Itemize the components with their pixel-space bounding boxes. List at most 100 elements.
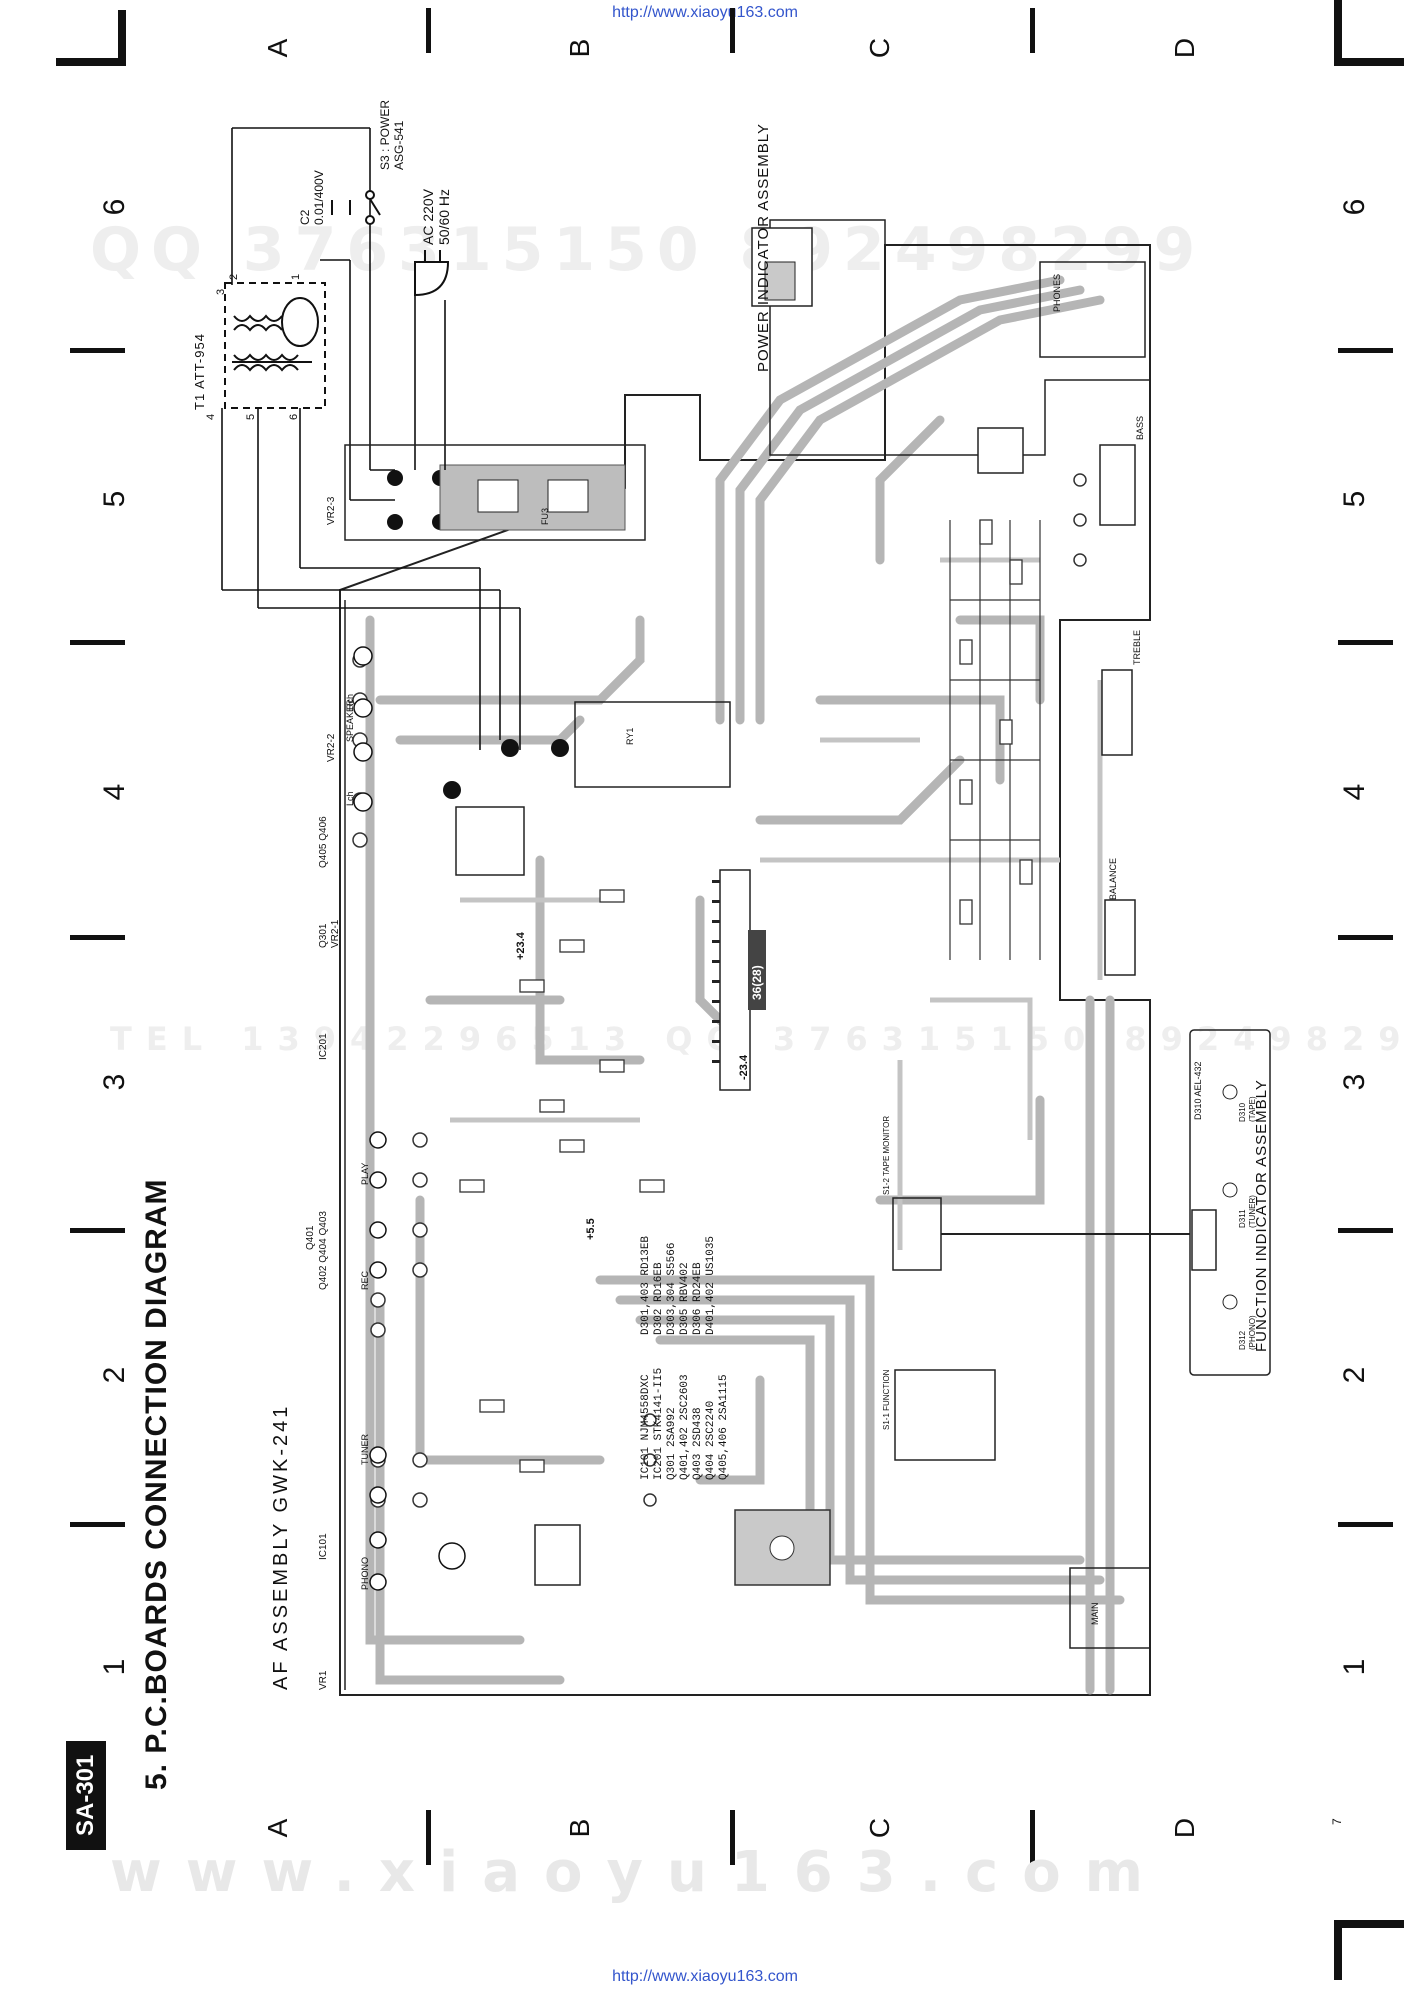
col-tick (730, 8, 735, 53)
ref-label: VR2-1 (330, 919, 341, 948)
power-input-area (344, 444, 646, 541)
d310-label: D310 (TAPE) (1238, 1096, 1257, 1122)
ref-label: Q405 Q406 (318, 816, 329, 868)
copper-traces-thin (450, 557, 1103, 1250)
t1-pin-4: 4 (205, 413, 217, 420)
col-tick (426, 8, 431, 53)
led-d311 (1222, 1182, 1238, 1198)
ic201-pin-label: 36(28) (750, 965, 764, 1000)
treble-label: TREBLE (1132, 629, 1142, 665)
parts-list-item: Q401,402 2SC2603 (679, 1374, 691, 1480)
voltage-neg: -23.4 (738, 1054, 750, 1080)
col-tick (426, 1810, 431, 1865)
function-switch-label: S1-1 FUNCTION (882, 1369, 891, 1430)
ref-label: Q401 (305, 1225, 316, 1250)
t1-pin-2: 2 (228, 273, 240, 280)
function-indicator-connector (1191, 1209, 1217, 1271)
ref-label: Q301 (318, 923, 329, 948)
col-tick (730, 1810, 735, 1865)
ic101-body (534, 1524, 581, 1586)
parts-list-item: Q301 2SA992 (666, 1407, 678, 1480)
transformer-t1 (224, 282, 326, 409)
fuse-clip (477, 479, 519, 513)
parts-list-item: D303,304 S5566 (666, 1242, 678, 1335)
parts-list-item: D401,402 US1035 (705, 1235, 717, 1335)
ref-label: VR2-2 (326, 733, 337, 762)
treble-pot (1101, 669, 1133, 756)
d310-part-label: D310 AEL-432 (1193, 1061, 1203, 1120)
led-d310 (1222, 1084, 1238, 1100)
ref-label: VR2-3 (326, 496, 337, 525)
transformer-label: T1 ATT-954 (192, 333, 207, 410)
heatsink-hole (769, 1535, 795, 1561)
parts-list-item: D306 RD24EB (692, 1262, 704, 1335)
mains-wires (221, 127, 521, 750)
parts-list-item: D302 RD16EB (653, 1262, 665, 1335)
heatsink-block (734, 1509, 831, 1586)
ref-label: VR1 (318, 1670, 329, 1690)
parts-list-item: IC101 NJM4558DXC (640, 1374, 652, 1480)
t1-pin-6: 6 (288, 413, 300, 420)
balance-pot (1104, 899, 1136, 976)
ref-label: Q402 Q404 Q403 (318, 1211, 329, 1290)
ac-plug (414, 250, 450, 297)
ic201-pins (712, 880, 720, 1063)
col-tick (1030, 1810, 1035, 1865)
ref-label: IC201 (318, 1033, 329, 1060)
parts-list-item: Q403 2SD438 (692, 1407, 704, 1480)
bass-label: BASS (1135, 415, 1145, 440)
ac-label: AC 220V 50/60 Hz (420, 188, 452, 245)
ic201-body (719, 869, 751, 1091)
row-tick (1338, 640, 1393, 645)
voltage-pos: +23.4 (515, 932, 527, 960)
bass-pot (1099, 444, 1136, 526)
lch-label: Lch (345, 791, 355, 806)
parts-list-col1: IC101 NJM4558DXC IC201 STK4141-II5 Q301 … (640, 1368, 731, 1480)
top-url[interactable]: http://www.xiaoyu163.com (612, 4, 798, 21)
row-tick (70, 1522, 125, 1527)
ry1-label: RY1 (625, 727, 635, 745)
copper-traces (365, 275, 1125, 1695)
c2-capacitor (331, 200, 351, 215)
small-parts (459, 519, 1033, 1473)
s3-label: S3 : POWER ASG-541 (378, 99, 406, 170)
row-tick (70, 1228, 125, 1233)
col-tick (1030, 8, 1035, 53)
parts-list-item: D305 RBV402 (679, 1262, 691, 1335)
row-tick (70, 348, 125, 353)
parts-list-item: Q404 2SC2240 (705, 1400, 717, 1480)
corner-mark (118, 10, 126, 65)
rec-label: REC (360, 1270, 370, 1290)
led-d312 (1222, 1294, 1238, 1310)
watermark-qq: QQ 376315150 892498299 (90, 215, 1206, 285)
row-tick (1338, 1522, 1393, 1527)
parts-list-item: D301,403 RD13EB (640, 1235, 652, 1335)
phono-label: PHONO (360, 1556, 370, 1590)
main-label: MAIN (1090, 1602, 1100, 1626)
rch-label: Rch (345, 693, 355, 710)
row-tick (70, 640, 125, 645)
t1-pin-5: 5 (245, 413, 257, 420)
component-columns (949, 520, 1041, 960)
tuner-label: TUNER (360, 1434, 370, 1465)
power-indicator-region (769, 219, 1151, 456)
d311-label: D311 (TUNER) (1238, 1195, 1257, 1228)
power-indicator-led (764, 261, 796, 301)
ref-label: IC101 (318, 1533, 329, 1560)
corner-mark (1334, 0, 1342, 65)
t1-pin-3: 3 (215, 288, 227, 295)
corner-mark (56, 58, 126, 66)
input-jacks (369, 1131, 387, 1591)
bottom-url[interactable]: http://www.xiaoyu163.com (612, 1968, 798, 1985)
main-pot (1069, 1567, 1151, 1649)
relay-ry1 (574, 701, 731, 788)
ic201-pin-label-box (748, 930, 766, 1010)
fuse-area (439, 464, 626, 531)
phones-jack (1039, 261, 1146, 358)
voltage-5v5: +5.5 (585, 1218, 597, 1240)
power-switch-s3 (365, 190, 381, 225)
d312-label: D312 (PHONO) (1238, 1315, 1257, 1350)
parts-list-item: IC201 STK4141-II5 (653, 1367, 665, 1480)
corner-mark (1334, 1920, 1342, 1980)
function-indicator-board (1189, 1029, 1271, 1376)
